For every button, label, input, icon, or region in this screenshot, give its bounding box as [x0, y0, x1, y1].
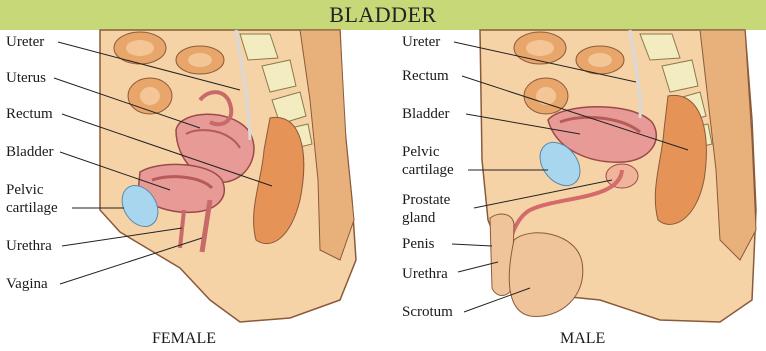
- male-label-prostate: Prostate: [402, 192, 450, 208]
- male-caption: MALE: [560, 330, 605, 348]
- male-figure: [452, 30, 756, 322]
- male-label-penis: Penis: [402, 236, 435, 252]
- female-label-rectum: Rectum: [6, 106, 53, 122]
- female-label-pelvic: Pelvic: [6, 182, 44, 198]
- female-label-bladder: Bladder: [6, 144, 53, 160]
- male-label-ureter: Ureter: [402, 34, 440, 50]
- female-label-ureter: Ureter: [6, 34, 44, 50]
- female-label-cartilage: cartilage: [6, 200, 58, 216]
- female-figure: [54, 30, 356, 322]
- male-scrotum: [509, 233, 583, 317]
- male-label-cartilage: cartilage: [402, 162, 454, 178]
- male-label-gland: gland: [402, 210, 435, 226]
- male-label-scrotum: Scrotum: [402, 304, 453, 320]
- female-label-vagina: Vagina: [6, 276, 48, 292]
- female-label-uterus: Uterus: [6, 70, 46, 86]
- male-label-urethra: Urethra: [402, 266, 448, 282]
- female-caption: FEMALE: [152, 330, 216, 348]
- male-label-pelvic: Pelvic: [402, 144, 440, 160]
- male-label-bladder: Bladder: [402, 106, 449, 122]
- female-label-urethra: Urethra: [6, 238, 52, 254]
- male-label-rectum: Rectum: [402, 68, 449, 84]
